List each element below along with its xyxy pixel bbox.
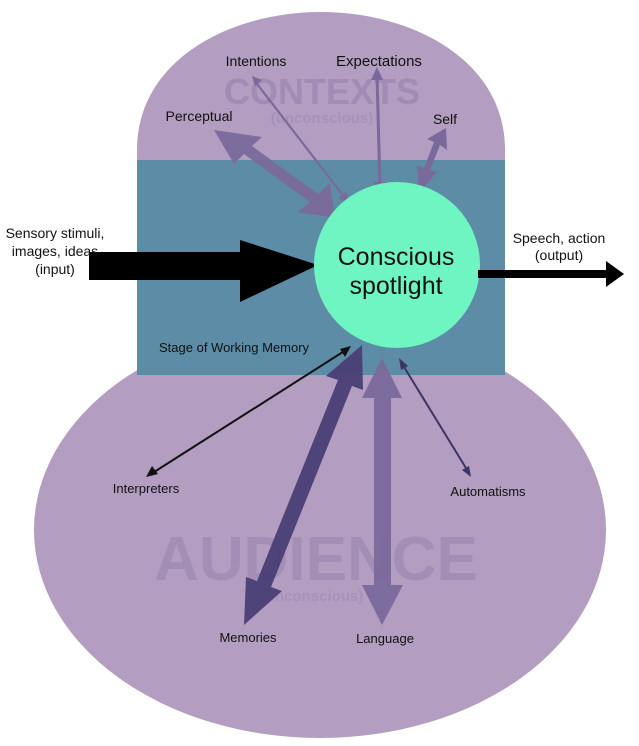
perceptual-arrow xyxy=(214,130,335,218)
interpreters-arrow xyxy=(146,346,351,477)
output-label-line1: Speech, action xyxy=(513,230,606,246)
contexts-sublabel: (unconscious) xyxy=(271,110,374,127)
conscious-spotlight xyxy=(314,182,480,348)
output-arrow xyxy=(478,261,624,287)
contexts-region xyxy=(137,12,505,170)
perceptual-label: Perceptual xyxy=(166,108,233,124)
input-label-line3: (input) xyxy=(35,261,75,277)
input-arrow xyxy=(89,240,318,302)
audience-region xyxy=(34,322,606,738)
contexts-watermark: CONTEXTS xyxy=(224,71,420,112)
memories-label: Memories xyxy=(219,630,277,645)
audience-sublabel: (unconscious) xyxy=(261,588,364,605)
expectations-label: Expectations xyxy=(336,53,422,70)
memories-arrow xyxy=(244,345,363,625)
language-label: Language xyxy=(356,631,414,646)
intentions-label: Intentions xyxy=(226,53,287,69)
spotlight-label-line2: spotlight xyxy=(349,272,442,300)
self-label: Self xyxy=(433,111,457,127)
audience-watermark: AUDIENCE xyxy=(154,525,478,594)
input-label-line2: images, ideas xyxy=(12,243,98,259)
self-arrow xyxy=(417,128,447,193)
language-arrow xyxy=(362,358,403,625)
automatisms-label: Automatisms xyxy=(450,484,526,499)
input-label-line1: Sensory stimuli, xyxy=(6,225,105,241)
stage-label: Stage of Working Memory xyxy=(159,340,310,355)
spotlight-label-line1: Conscious xyxy=(338,243,455,271)
automatisms-arrow xyxy=(399,358,471,477)
output-label-line2: (output) xyxy=(535,247,583,263)
interpreters-label: Interpreters xyxy=(113,481,180,496)
